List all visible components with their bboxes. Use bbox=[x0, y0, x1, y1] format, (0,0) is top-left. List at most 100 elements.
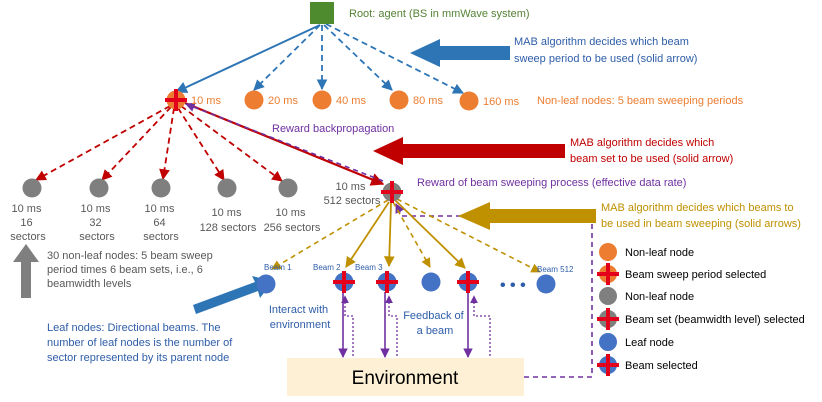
legend-item-leaf: Leaf node bbox=[599, 333, 674, 351]
beam-label-2: Beam 2 bbox=[313, 263, 341, 272]
svg-text:Interact with environment: Interact with environment bbox=[269, 304, 331, 331]
period-label-160ms: 160 ms bbox=[483, 96, 520, 108]
svg-text:10 ms 128 sectors: 10 ms 128 sectors bbox=[200, 207, 257, 234]
legend-item-beamset-selected: Beam set (beamwidth level) selected bbox=[597, 308, 805, 330]
legend-gray-node-icon bbox=[599, 287, 617, 305]
leaf-desc-line-1: Leaf nodes: Directional beams. The bbox=[47, 322, 220, 334]
svg-text:10 ms 16 sectors: 10 ms 16 sectors bbox=[10, 203, 46, 243]
beamset-256-label-1: 10 ms bbox=[275, 207, 305, 219]
leaf-desc-line-3: sector represented by its parent node bbox=[47, 352, 229, 364]
environment-box bbox=[287, 358, 524, 396]
period-node-20ms[interactable] bbox=[244, 90, 264, 110]
beam-node-1[interactable] bbox=[256, 274, 276, 294]
beamset-512-label-1: 10 ms bbox=[335, 181, 365, 193]
beamset-128-label-2: 128 sectors bbox=[200, 222, 257, 234]
leaf-desc-line-2: number of leaf nodes is the number of bbox=[47, 337, 233, 349]
period-label-80ms: 80 ms bbox=[413, 95, 443, 107]
svg-text:MAB algorithm decides which be: MAB algorithm decides which beam sweep p… bbox=[514, 36, 697, 65]
nonleaf-periods-label: Non-leaf nodes: 5 beam sweeping periods bbox=[537, 95, 744, 107]
beamset-16-label-3: sectors bbox=[10, 231, 46, 243]
feedback-line-1: Feedback of bbox=[403, 310, 464, 322]
period-label-10ms: 10 ms bbox=[191, 95, 221, 107]
beam-label-1: Beam 1 bbox=[264, 263, 292, 272]
legend-label: Beam sweep period selected bbox=[625, 269, 766, 281]
root-node[interactable] bbox=[310, 2, 334, 24]
legend-orange-node-icon bbox=[599, 243, 617, 261]
svg-text:MAB algorithm decides which be: MAB algorithm decides which beams to be … bbox=[601, 202, 801, 230]
nonleaf-30-line-1: 30 non-leaf nodes: 5 beam sweep bbox=[47, 250, 213, 262]
period-node-160ms[interactable] bbox=[459, 91, 479, 111]
reward-sweep-label: Reward of beam sweeping process (effecti… bbox=[417, 177, 686, 189]
gray-up-arrow bbox=[13, 244, 39, 298]
beamset-16-label-2: 16 bbox=[20, 217, 32, 229]
nonleaf-30-line-2: period times 6 beam sets, i.e., 6 bbox=[47, 264, 203, 276]
beamset-edges bbox=[271, 198, 541, 273]
svg-text:MAB algorithm decides which: MAB algorithm decides which beam set to … bbox=[570, 137, 733, 165]
root-label: Root: agent (BS in mmWave system) bbox=[349, 8, 530, 20]
beamset-node-512-selected[interactable] bbox=[381, 181, 403, 203]
beamset-32-label-1: 10 ms bbox=[80, 203, 110, 215]
period-edges bbox=[35, 101, 385, 186]
svg-text:10 ms 32 sectors: 10 ms 32 sectors bbox=[79, 203, 115, 243]
nonleaf-30-line-3: beamwidth levels bbox=[47, 278, 132, 290]
feedback-line-2: a beam bbox=[417, 325, 454, 337]
legend-blue-node-icon bbox=[599, 333, 617, 351]
legend-blue-cross-icon bbox=[597, 354, 619, 376]
interaction-arrows bbox=[338, 292, 491, 358]
legend-label: Beam set (beamwidth level) selected bbox=[625, 314, 805, 326]
beam-node-3-selected[interactable] bbox=[376, 271, 398, 293]
beamset-512-label-2: 512 sectors bbox=[324, 195, 381, 207]
beamset-64-label-3: sectors bbox=[143, 231, 179, 243]
legend-label: Non-leaf node bbox=[625, 291, 694, 303]
period-label-20ms: 20 ms bbox=[268, 95, 298, 107]
legend: Non-leaf node Beam sweep period selected… bbox=[597, 243, 805, 376]
annotation-blue-line-2: sweep period to be used (solid arrow) bbox=[514, 53, 697, 65]
beamset-node-64[interactable] bbox=[151, 178, 171, 198]
interact-line-2: environment bbox=[270, 319, 331, 331]
period-node-40ms[interactable] bbox=[312, 90, 332, 110]
annotation-blue-line-1: MAB algorithm decides which beam bbox=[514, 36, 689, 48]
legend-label: Beam selected bbox=[625, 360, 698, 372]
beam-node-4[interactable] bbox=[421, 272, 441, 292]
annotation-red-line-2: beam set to be used (solid arrow) bbox=[570, 153, 733, 165]
legend-item-nonleaf-orange: Non-leaf node bbox=[599, 243, 694, 261]
period-label-40ms: 40 ms bbox=[336, 95, 366, 107]
beamset-32-label-3: sectors bbox=[79, 231, 115, 243]
red-annotation-arrow bbox=[373, 137, 565, 165]
legend-item-beam-selected: Beam selected bbox=[597, 354, 698, 376]
svg-text:Feedback of a beam: Feedback of a beam bbox=[403, 310, 467, 337]
legend-gray-cross-icon bbox=[597, 308, 619, 330]
beamset-32-label-2: 32 bbox=[89, 217, 101, 229]
beamset-16-label-1: 10 ms bbox=[11, 203, 41, 215]
legend-label: Non-leaf node bbox=[625, 247, 694, 259]
root-edges bbox=[174, 23, 464, 94]
beam-node-2-selected[interactable] bbox=[333, 271, 355, 293]
annotation-red-line-1: MAB algorithm decides which bbox=[570, 137, 714, 149]
blue-annotation-arrow bbox=[410, 39, 510, 67]
annotation-gold-line-2: be used in beam sweeping (solid arrows) bbox=[601, 218, 801, 230]
interact-line-1: Interact with bbox=[269, 304, 328, 316]
beam-label-512: Beam 512 bbox=[537, 265, 574, 274]
beamset-node-16[interactable] bbox=[22, 178, 42, 198]
beamset-node-128[interactable] bbox=[217, 178, 237, 198]
svg-text:30 non-leaf nodes: 5 beam swee: 30 non-leaf nodes: 5 beam sweep period t… bbox=[47, 250, 216, 290]
reward-backprop-label: Reward backpropagation bbox=[272, 123, 394, 135]
legend-label: Leaf node bbox=[625, 337, 674, 349]
beam-label-3: Beam 3 bbox=[355, 263, 383, 272]
beamset-256-label-2: 256 sectors bbox=[264, 222, 321, 234]
beamset-128-label-1: 10 ms bbox=[211, 207, 241, 219]
svg-text:Leaf nodes: Directional beams.: Leaf nodes: Directional beams. The numbe… bbox=[47, 322, 235, 364]
legend-item-nonleaf-gray: Non-leaf node bbox=[599, 287, 694, 305]
period-node-80ms[interactable] bbox=[389, 90, 409, 110]
annotation-gold-line-1: MAB algorithm decides which beams to bbox=[601, 202, 794, 214]
beam-node-512[interactable] bbox=[536, 274, 556, 294]
beamset-node-256[interactable] bbox=[278, 178, 298, 198]
leaf-pointer-arrow bbox=[193, 276, 273, 314]
environment-label: Environment bbox=[352, 368, 459, 389]
legend-item-period-selected: Beam sweep period selected bbox=[597, 263, 766, 285]
svg-text:10 ms 64 sectors: 10 ms 64 sectors bbox=[143, 203, 179, 243]
beam-node-5-selected[interactable] bbox=[457, 271, 479, 293]
beamset-node-32[interactable] bbox=[89, 178, 109, 198]
period-node-10ms-selected[interactable] bbox=[165, 89, 187, 111]
